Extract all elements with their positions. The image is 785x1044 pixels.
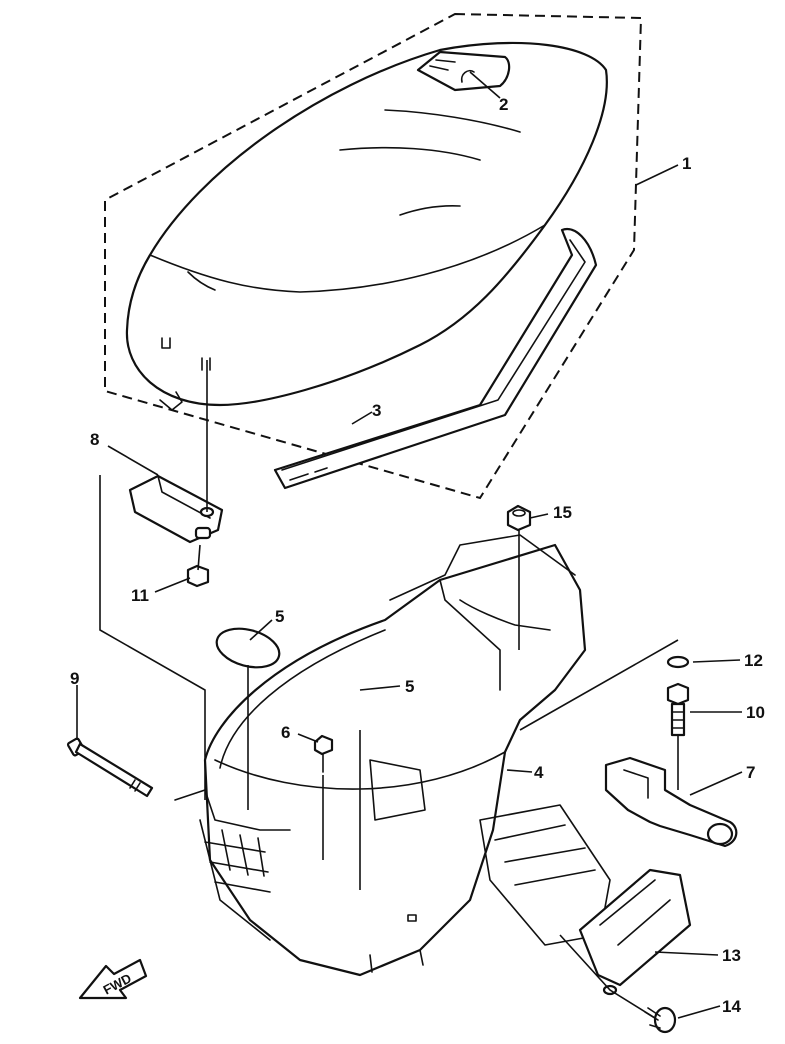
- nut-11: [186, 564, 210, 588]
- callout-14: 14: [722, 997, 741, 1016]
- callout-11: 11: [131, 586, 149, 605]
- callout-7: 7: [746, 763, 755, 782]
- cover-13: [578, 868, 692, 996]
- seat-patch: [416, 50, 511, 92]
- seal-left: [215, 627, 281, 669]
- seat: [125, 41, 608, 411]
- seat-assembly-boundary: [104, 12, 643, 500]
- callout-1: 1: [682, 154, 691, 173]
- screw-14: [644, 1006, 677, 1034]
- callout-10: 10: [746, 703, 765, 722]
- latch-bracket-7: [604, 756, 738, 848]
- seat-trim: [273, 227, 598, 490]
- callout-8: 8: [90, 430, 99, 449]
- callout-numbers: 1 2 3 8 11 15 5 5 6 9 12 10 7 4 13 14: [70, 95, 765, 1016]
- callout-5-left: 5: [275, 607, 284, 626]
- callout-5-center: 5: [405, 677, 414, 696]
- alignment-lines: [99, 360, 679, 1019]
- callout-4: 4: [534, 763, 544, 782]
- nut-15: [506, 504, 532, 532]
- bolt-9: [66, 737, 154, 798]
- callout-leaders: [76, 71, 743, 1019]
- bolt-10: [666, 682, 690, 737]
- callout-13: 13: [722, 946, 741, 965]
- callout-2: 2: [499, 95, 508, 114]
- callout-9: 9: [70, 669, 79, 688]
- washer-12: [666, 655, 690, 669]
- fwd-arrow: FWD: [78, 958, 148, 1000]
- callout-6: 6: [281, 723, 290, 742]
- hinge-bracket: [128, 474, 224, 544]
- screw-6: [313, 734, 334, 773]
- callout-12: 12: [744, 651, 763, 670]
- callout-15: 15: [553, 503, 572, 522]
- storage-box: [174, 534, 611, 977]
- callout-3: 3: [372, 401, 381, 420]
